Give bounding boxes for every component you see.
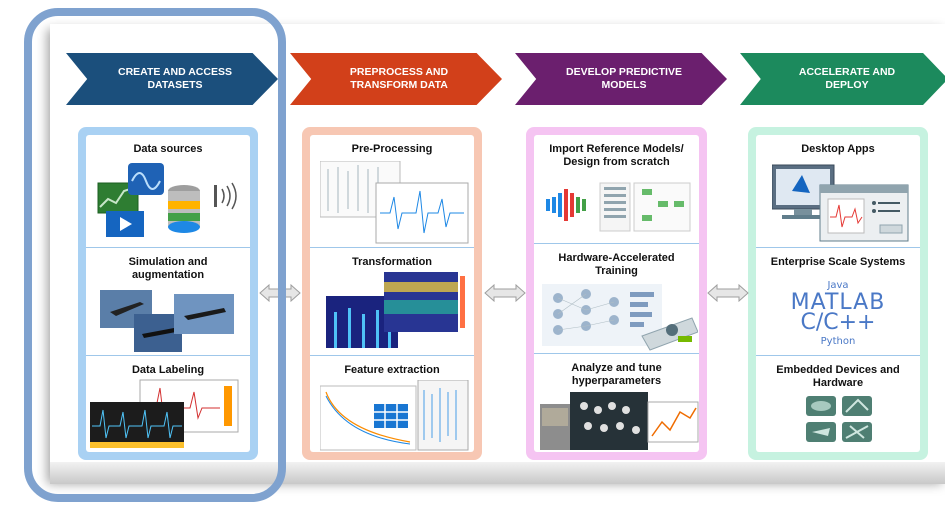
double-arrow-icon <box>707 284 749 302</box>
section-title: Data Labeling <box>131 364 205 376</box>
spectrogram-plots <box>326 272 465 348</box>
stage-2-title-line2: Transform Data <box>350 79 448 91</box>
double-arrow-icon <box>484 284 526 302</box>
python-label: Python <box>820 336 856 347</box>
gpu-training-art <box>542 284 698 351</box>
section-title: Enterprise Scale Systems <box>770 256 906 268</box>
section-data-sources: Data sources <box>86 135 250 247</box>
stage-2-panel: Pre-Processing Transformation <box>302 127 482 460</box>
stage-3-title-line1: Develop Predictive <box>566 66 682 78</box>
section-feature-extraction: Feature extraction <box>310 355 474 453</box>
section-preprocessing: Pre-Processing <box>310 135 474 247</box>
labeling-screenshots <box>90 379 239 448</box>
section-title: Analyze and tune hyperparameters <box>571 362 662 387</box>
data-sources-icons <box>97 163 237 237</box>
hyperparameter-art <box>540 392 699 450</box>
section-enterprise: Enterprise Scale Systems Java MATLAB C/C… <box>756 247 920 356</box>
stage-2-title-line1: Preprocess and <box>349 66 449 78</box>
stage-4-title-line2: Deploy <box>825 79 869 91</box>
section-title: Transformation <box>351 256 433 268</box>
section-title: Import Reference Models/ Design from scr… <box>549 143 684 168</box>
section-import-models: Import Reference Models/ Design from scr… <box>534 135 699 243</box>
stage-3-title-line2: Models <box>601 79 647 91</box>
stage-1-highlight-frame <box>24 8 286 502</box>
section-desktop-apps: Desktop Apps <box>756 135 920 247</box>
aircraft-images <box>100 290 234 352</box>
section-title: Data sources <box>133 143 203 155</box>
stage-1-panel: Data sources Simulation and augment <box>78 127 258 460</box>
section-simulation: Simulation and augmentation <box>86 247 250 356</box>
section-title: Embedded Devices and Hardware <box>776 364 900 389</box>
stage-1-chevron: Create and AccessDatasets <box>66 53 278 105</box>
section-labeling: Data Labeling <box>86 355 250 453</box>
section-title: Pre-Processing <box>351 143 433 155</box>
stage-1-title-line2: Datasets <box>147 79 203 91</box>
java-label: Java <box>827 280 849 291</box>
section-title: Hardware-Accelerated Training <box>558 252 675 277</box>
section-title: Simulation and augmentation <box>128 256 208 281</box>
stage-4-chevron: Accelerate andDeploy <box>740 53 945 105</box>
stage-4-panel: Desktop Apps Enterprise Scale Systems Ja… <box>748 127 928 460</box>
stage-1-title-line1: Create and Access <box>118 66 232 78</box>
preprocessing-plots <box>320 161 469 244</box>
section-tune-hyperparameters: Analyze and tune hyperparameters <box>534 353 699 453</box>
section-title: Desktop Apps <box>801 143 875 155</box>
stage-2-chevron: Preprocess andTransform Data <box>290 53 502 105</box>
stage-3-panel: Import Reference Models/ Design from scr… <box>526 127 707 460</box>
feature-extraction-plots <box>320 380 469 451</box>
stage-4-title-line1: Accelerate and <box>798 66 896 78</box>
stage-3-chevron: Develop PredictiveModels <box>515 53 727 105</box>
cpp-label: C/C++ <box>800 310 876 335</box>
embedded-device-icons <box>806 396 872 442</box>
network-designer <box>546 182 691 232</box>
desktop-app-art <box>772 164 909 242</box>
section-transformation: Transformation <box>310 247 474 356</box>
matlab-label: MATLAB <box>790 290 886 315</box>
section-hw-training: Hardware-Accelerated Training <box>534 243 699 354</box>
section-title: Feature extraction <box>344 364 440 376</box>
section-embedded: Embedded Devices and Hardware <box>756 355 920 453</box>
